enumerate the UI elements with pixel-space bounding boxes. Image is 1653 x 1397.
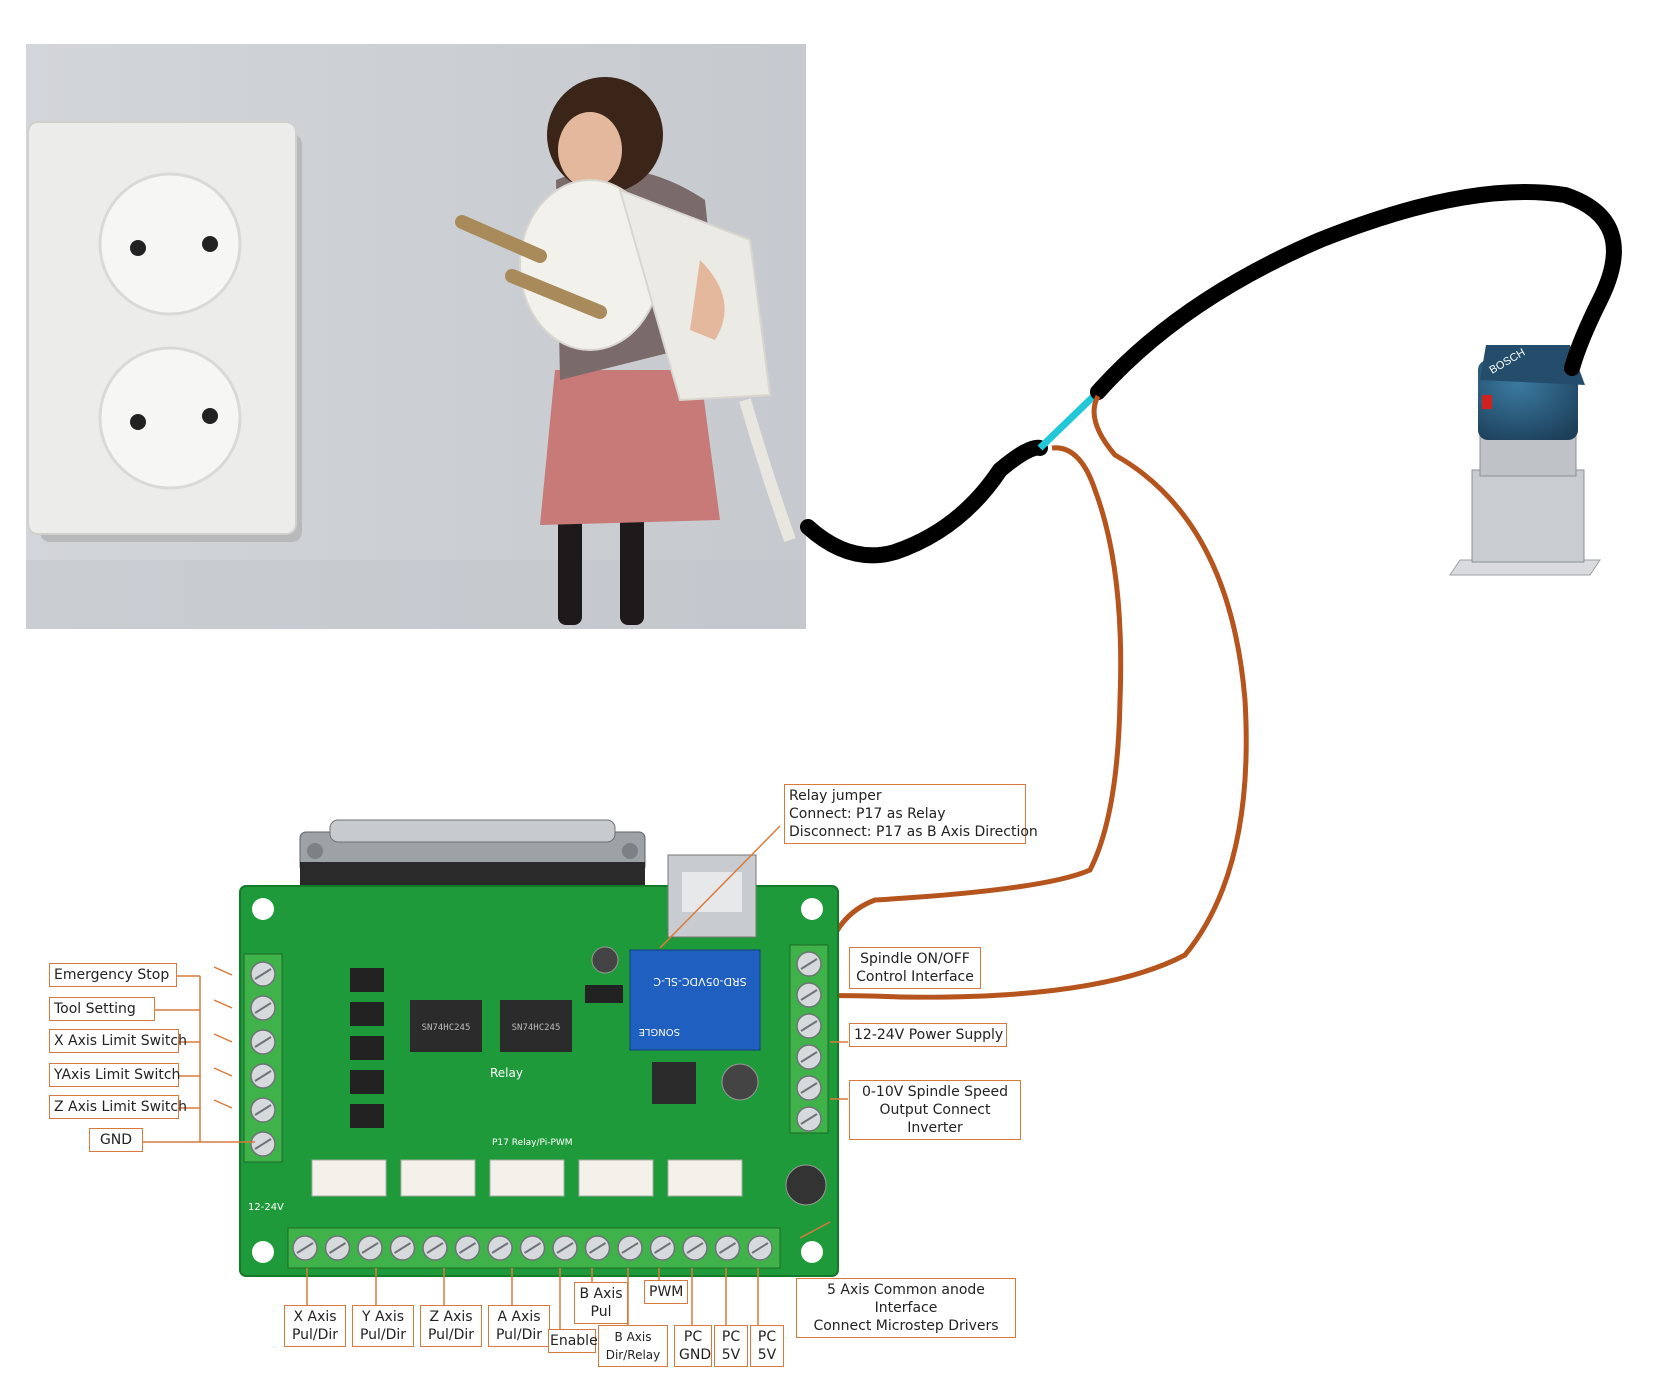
optocouplers <box>350 968 384 1128</box>
label-y-axis-limit: YAxis Limit Switch <box>49 1063 180 1087</box>
label-a-axis-puldir: A Axis Pul/Dir <box>488 1305 550 1347</box>
label-pwm: PWM <box>644 1280 688 1304</box>
label-enable: Enable <box>548 1329 598 1353</box>
relay-wire-1 <box>822 445 1124 963</box>
b-dir-line1: B Axis <box>614 1330 652 1344</box>
label-z-axis-puldir: Z Axis Pul/Dir <box>420 1305 482 1347</box>
bottom-terminal-block <box>287 1227 781 1269</box>
p17-silk-label: P17 Relay/Pi-PWM <box>492 1138 573 1148</box>
label-x-axis-puldir: X Axis Pul/Dir <box>284 1305 346 1347</box>
label-x-axis-limit: X Axis Limit Switch <box>49 1029 187 1053</box>
pc-gnd-line1: PC <box>683 1329 703 1345</box>
label-z-axis-limit: Z Axis Limit Switch <box>49 1095 187 1119</box>
jst-connector <box>667 1159 743 1197</box>
relay-jumper-title: Relay jumper <box>789 788 882 804</box>
right-terminal-block <box>789 944 829 1134</box>
capacitor-2 <box>721 1063 759 1101</box>
y-axis-line1: Y Axis <box>361 1309 405 1325</box>
common-anode-line1: 5 Axis Common anode Interface <box>827 1282 985 1316</box>
optocoupler <box>350 1002 384 1026</box>
jst-connector <box>578 1159 654 1197</box>
wall-socket-icon <box>27 121 302 542</box>
relay-wire-2 <box>821 394 1249 1000</box>
pc-5v-1-line2: 5V <box>721 1347 741 1363</box>
jst-connector <box>489 1159 565 1197</box>
capacitor-3 <box>785 1164 827 1206</box>
label-pc-5v-1: PC 5V <box>714 1325 748 1367</box>
y-axis-line2: Pul/Dir <box>359 1327 407 1343</box>
chip2-text: SN74HC245 <box>512 1023 561 1033</box>
buffer-chip-1 <box>410 1000 482 1052</box>
left-terminal-block <box>243 953 283 1163</box>
relay-jumper-disconnect: Disconnect: P17 as B Axis Direction <box>789 824 1038 840</box>
label-relay-jumper: Relay jumper Connect: P17 as Relay Disco… <box>784 784 1038 844</box>
chip1-text: SN74HC245 <box>422 1023 471 1033</box>
jst-connectors <box>311 1159 743 1197</box>
buffer-chip-2 <box>500 1000 572 1052</box>
spindle-speed-line2: Output Connect Inverter <box>879 1102 991 1136</box>
relay-jumper-pins <box>585 985 623 1003</box>
optocoupler <box>350 968 384 992</box>
a-axis-line2: Pul/Dir <box>495 1327 543 1343</box>
z-axis-line2: Pul/Dir <box>427 1327 475 1343</box>
main-cable-left <box>800 439 1048 564</box>
cable-exposed-section <box>1037 389 1101 451</box>
label-b-axis-pul: B Axis Pul <box>574 1282 628 1324</box>
cables <box>800 184 1622 1000</box>
pc-5v-1-line1: PC <box>721 1329 741 1345</box>
label-power-supply: 12-24V Power Supply <box>849 1023 1007 1047</box>
label-b-axis-dir: B Axis Dir/Relay <box>598 1325 668 1367</box>
pc-5v-2-line1: PC <box>757 1329 777 1345</box>
label-emergency-stop: Emergency Stop <box>49 963 177 987</box>
main-cable-right <box>1090 184 1622 400</box>
z-axis-line1: Z Axis <box>429 1309 473 1325</box>
b-pul-line2: Pul <box>590 1304 612 1320</box>
mosfet <box>652 1062 696 1104</box>
common-anode-line2: Connect Microstep Drivers <box>813 1318 999 1334</box>
b-dir-line2: Dir/Relay <box>605 1348 661 1362</box>
jst-connector <box>400 1159 476 1197</box>
relay-model-text: SRD-05VDC-SL-C <box>653 975 747 988</box>
label-y-axis-puldir: Y Axis Pul/Dir <box>352 1305 414 1347</box>
silk-12-24v: 12-24V <box>248 1202 284 1213</box>
x-axis-line2: Pul/Dir <box>291 1327 339 1343</box>
jst-connector <box>311 1159 387 1197</box>
label-pc-gnd: PC GND <box>674 1325 712 1367</box>
pc-gnd-line2: GND <box>679 1347 712 1363</box>
x-axis-line1: X Axis <box>293 1309 337 1325</box>
label-common-anode: 5 Axis Common anode Interface Connect Mi… <box>796 1278 1016 1338</box>
child-with-plug-icon <box>455 77 796 625</box>
label-gnd: GND <box>89 1128 143 1152</box>
bosch-router-icon: BOSCH <box>1449 345 1601 576</box>
a-axis-line1: A Axis <box>497 1309 541 1325</box>
relay-silk-label: Relay <box>490 1066 523 1080</box>
relay: SRD-05VDC-SL-C SONGLE <box>629 949 761 1051</box>
optocoupler <box>350 1104 384 1128</box>
spindle-onoff-line2: Control Interface <box>856 969 974 985</box>
photo-panel <box>26 44 806 629</box>
breakout-board: SN74HC245 SN74HC245 SRD-05VDC-SL-C SONGL… <box>239 819 839 1277</box>
optocoupler <box>350 1036 384 1060</box>
label-spindle-speed: 0-10V Spindle Speed Output Connect Inver… <box>849 1080 1021 1140</box>
spindle-speed-line1: 0-10V Spindle Speed <box>861 1084 1009 1100</box>
spindle-onoff-line1: Spindle ON/OFF <box>860 951 970 967</box>
relay-jumper-connect: Connect: P17 as Relay <box>789 806 946 822</box>
leader-lines <box>142 825 848 1330</box>
pc-5v-2-line2: 5V <box>757 1347 777 1363</box>
b-pul-line1: B Axis <box>579 1286 623 1302</box>
capacitor-1 <box>591 946 619 974</box>
optocoupler <box>350 1070 384 1094</box>
label-tool-setting: Tool Setting <box>49 997 155 1021</box>
label-pc-5v-2: PC 5V <box>750 1325 784 1367</box>
label-spindle-onoff: Spindle ON/OFF Control Interface <box>849 947 981 989</box>
relay-brand-text: SONGLE <box>639 1026 680 1037</box>
